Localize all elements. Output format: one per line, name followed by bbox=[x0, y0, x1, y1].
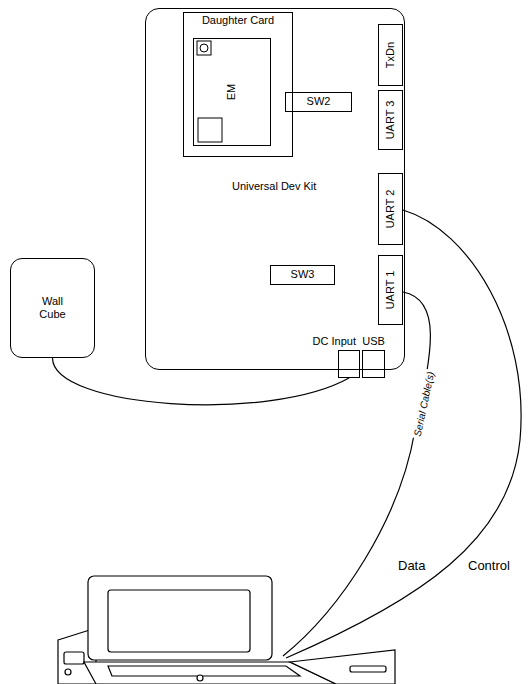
node-label: SW2 bbox=[307, 95, 331, 108]
node-label: TxDn bbox=[384, 42, 397, 68]
port-box: UART 1 bbox=[378, 255, 403, 325]
port-box: UART 2 bbox=[378, 173, 403, 245]
switch-box: SW3 bbox=[270, 265, 335, 285]
node-label: Wall Cube bbox=[36, 295, 70, 321]
usb-port: USB bbox=[362, 350, 385, 378]
dev-kit-board: Universal Dev KitDaughter CardEMTxDnSW2U… bbox=[145, 8, 405, 370]
wall-cube: Wall Cube bbox=[10, 258, 95, 358]
cable-line bbox=[53, 358, 350, 405]
chip-square bbox=[198, 118, 222, 142]
node-label: UART 2 bbox=[384, 190, 397, 229]
laptop bbox=[58, 576, 395, 684]
connector-square bbox=[197, 41, 211, 55]
cable-label: Data bbox=[398, 558, 425, 573]
node-label: DC Input bbox=[313, 335, 356, 348]
node-label: EM bbox=[225, 84, 238, 101]
power-jack: DC Input bbox=[338, 350, 360, 378]
port-box: TxDn bbox=[378, 24, 403, 86]
node-label: UART 3 bbox=[384, 101, 397, 140]
node-label: UART 1 bbox=[384, 271, 397, 310]
node-label: USB bbox=[362, 335, 385, 348]
control-cable bbox=[286, 210, 521, 658]
node-label: SW3 bbox=[291, 268, 315, 281]
cable-label: Control bbox=[468, 558, 510, 573]
node-label: Daughter Card bbox=[202, 14, 274, 27]
em-module: EM bbox=[193, 38, 271, 146]
daughter-card: Daughter CardEM bbox=[183, 12, 293, 157]
port-box: UART 3 bbox=[378, 90, 403, 150]
connector-hole bbox=[200, 44, 208, 52]
data-cable bbox=[283, 292, 430, 656]
cable-label: Serial Cable(s) bbox=[411, 369, 436, 440]
power-cable bbox=[53, 358, 350, 405]
node-label: Universal Dev Kit bbox=[232, 180, 316, 193]
switch-box: SW2 bbox=[285, 92, 352, 112]
